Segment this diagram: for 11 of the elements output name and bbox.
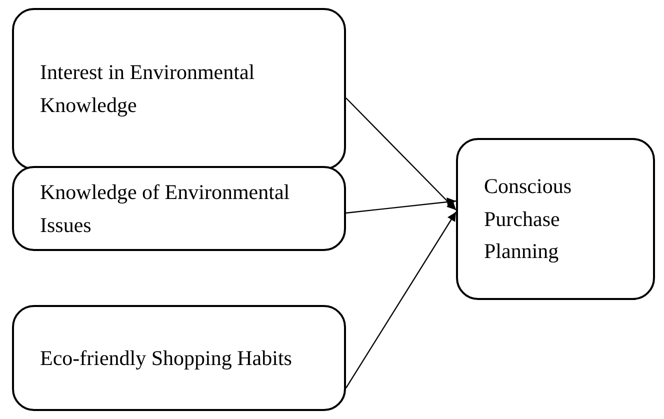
arrow [346, 198, 456, 214]
arrow [346, 212, 456, 388]
box-label: Knowledge of Environmental Issues [40, 178, 291, 238]
rounded-box [12, 166, 346, 251]
arrow [346, 98, 456, 210]
box-label: Conscious Purchase Planning [484, 173, 573, 266]
box-label: Interest in Environmental Knowledge [40, 59, 256, 119]
rounded-box [12, 8, 346, 170]
rounded-box [12, 305, 346, 411]
box-label: Eco-friendly Shopping Habits [40, 344, 292, 372]
rounded-box [456, 138, 655, 300]
